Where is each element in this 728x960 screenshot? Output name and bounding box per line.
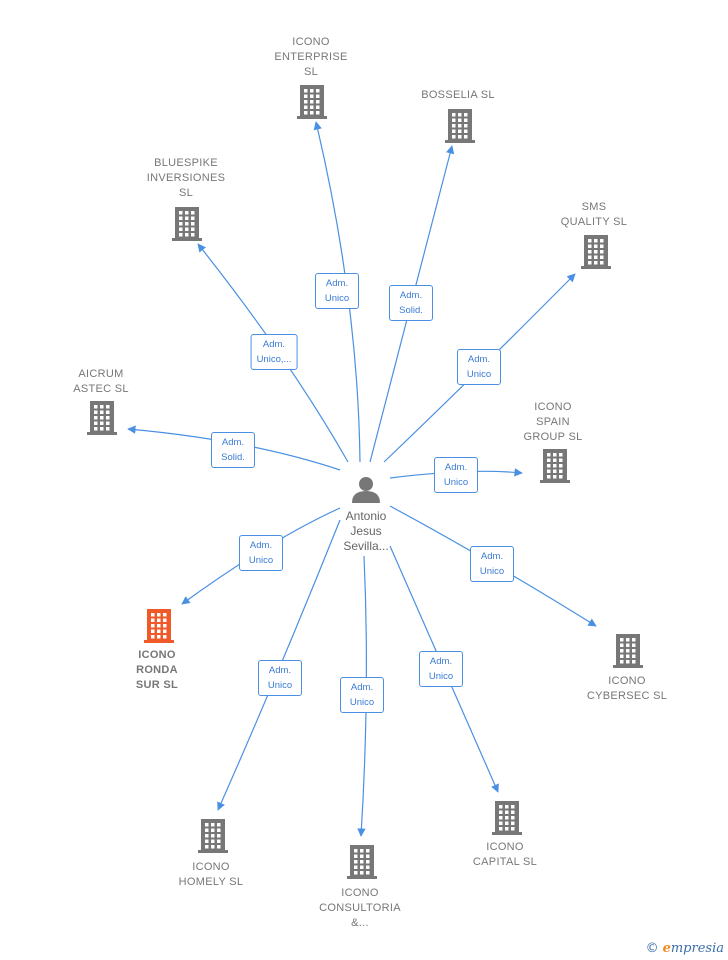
brand-logo-text: mpresia [670, 941, 724, 956]
company-label-icono-spain-group[interactable]: ICONO SPAIN GROUP SL [523, 401, 583, 443]
edge-label-icono-ronda-sur[interactable]: Adm. Unico [239, 535, 283, 571]
company-label-icono-cybersec[interactable]: ICONO CYBERSEC SL [586, 675, 668, 702]
building-icon-aicrum-astec[interactable] [87, 401, 117, 435]
edge-label-icono-consultoria[interactable]: Adm. Unico [340, 677, 384, 713]
building-icon-icono-enterprise[interactable] [297, 85, 327, 119]
company-label-bosselia[interactable]: BOSSELIA SL [421, 89, 495, 101]
edge-label-bluespike[interactable]: Adm. Unico,... [250, 334, 298, 370]
edge-label-bosselia[interactable]: Adm. Solid. [389, 285, 433, 321]
company-label-icono-ronda-sur[interactable]: ICONO RONDA SUR SL [135, 649, 179, 691]
person-icon[interactable] [352, 477, 380, 503]
company-label-icono-enterprise[interactable]: ICONO ENTERPRISE SL [274, 36, 348, 78]
copyright-symbol: © [645, 941, 659, 956]
building-icon-icono-capital[interactable] [492, 801, 522, 835]
building-icon-bluespike[interactable] [172, 207, 202, 241]
edge-label-aicrum-astec[interactable]: Adm. Solid. [211, 432, 255, 468]
company-label-icono-consultoria[interactable]: ICONO CONSULTORIA &... [319, 887, 401, 929]
building-icon-bosselia[interactable] [445, 109, 475, 143]
building-icon-icono-spain-group[interactable] [540, 449, 570, 483]
company-label-sms-quality[interactable]: SMS QUALITY SL [560, 201, 628, 228]
company-label-icono-capital[interactable]: ICONO CAPITAL SL [472, 841, 538, 868]
person-label[interactable]: Antonio Jesus Sevilla... [343, 509, 389, 553]
building-icon-icono-consultoria[interactable] [347, 845, 377, 879]
building-icon-icono-cybersec[interactable] [613, 634, 643, 668]
brand-logo-initial: e [662, 941, 671, 956]
brand-footer: ©empresia [646, 941, 724, 956]
company-label-icono-homely[interactable]: ICONO HOMELY SL [178, 861, 244, 888]
edge-label-sms-quality[interactable]: Adm. Unico [457, 349, 501, 385]
company-label-aicrum-astec[interactable]: AICRUM ASTEC SL [73, 368, 129, 395]
edge-label-icono-cybersec[interactable]: Adm. Unico [470, 546, 514, 582]
edge-label-icono-homely[interactable]: Adm. Unico [258, 660, 302, 696]
edge-label-icono-enterprise[interactable]: Adm. Unico [315, 273, 359, 309]
building-icon-icono-ronda-sur[interactable] [144, 609, 174, 643]
edge-label-icono-spain-group[interactable]: Adm. Unico [434, 457, 478, 493]
edge-label-icono-capital[interactable]: Adm. Unico [419, 651, 463, 687]
company-label-bluespike[interactable]: BLUESPIKE INVERSIONES SL [146, 157, 226, 199]
building-icon-icono-homely[interactable] [198, 819, 228, 853]
building-icon-sms-quality[interactable] [581, 235, 611, 269]
